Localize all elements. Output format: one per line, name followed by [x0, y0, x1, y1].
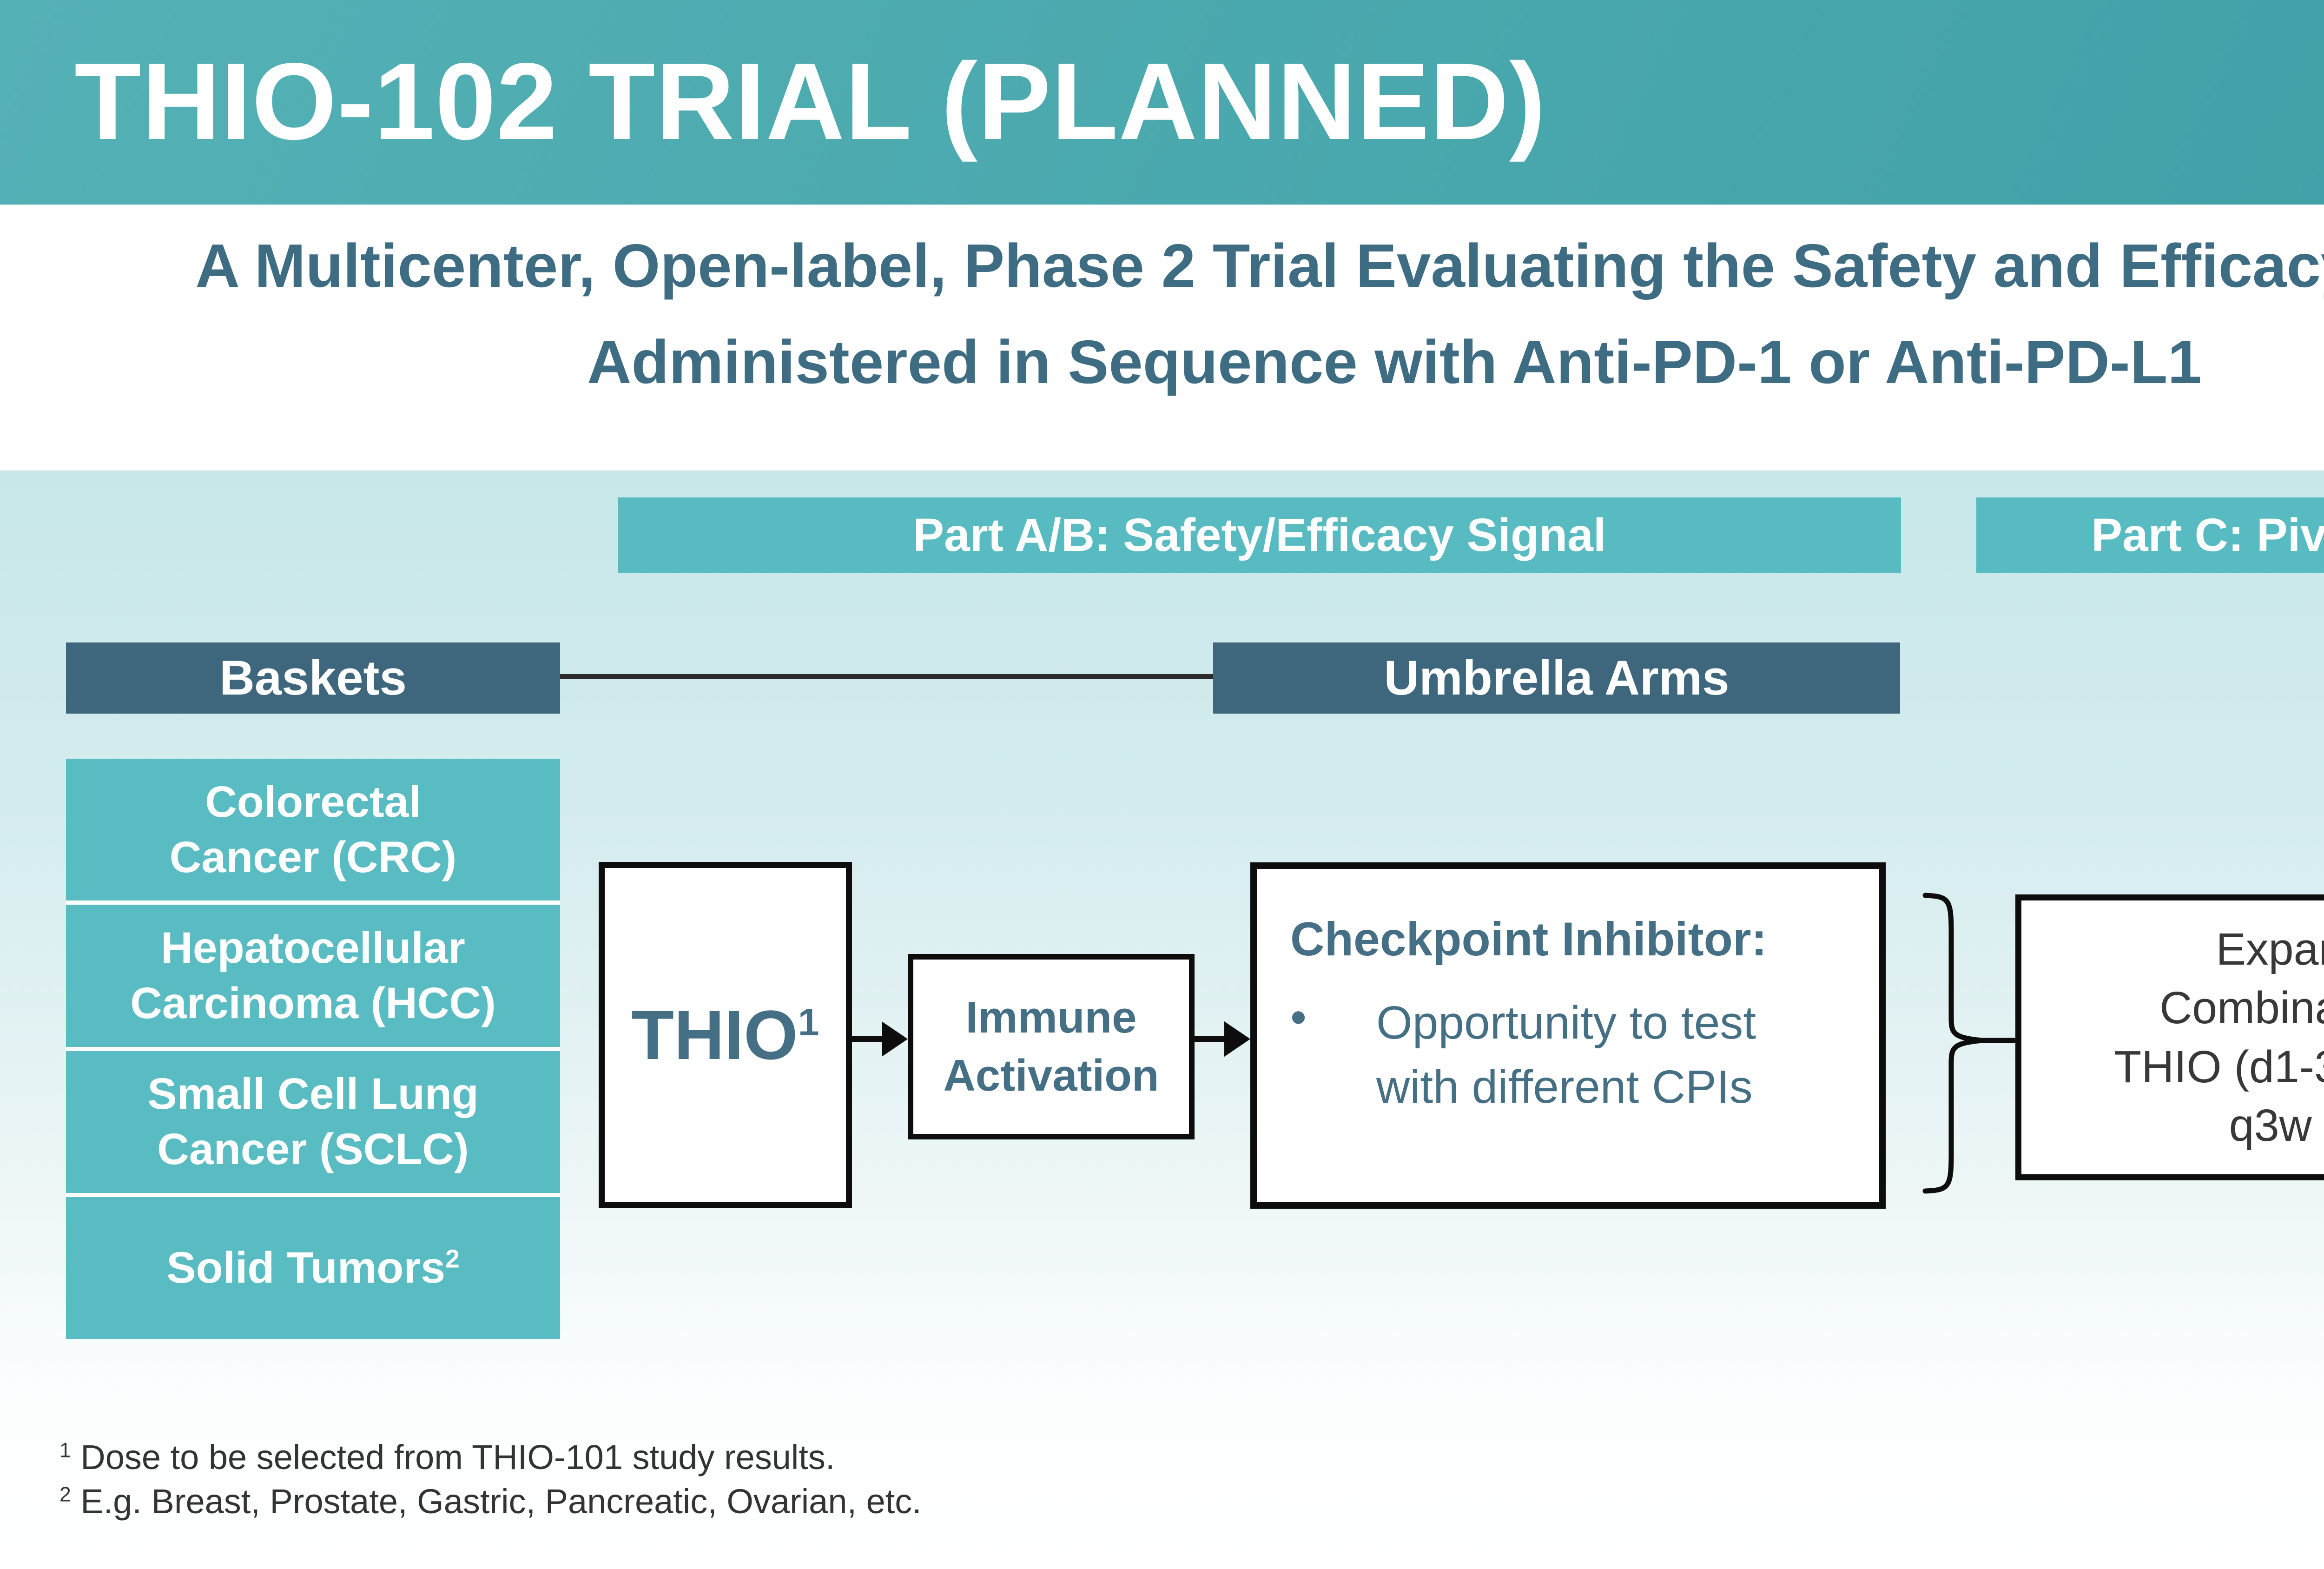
curly-brace-icon	[1922, 893, 2016, 1194]
bullet-icon: •	[1290, 991, 1307, 1044]
basket-solid-tumors-sup: 2	[445, 1244, 460, 1273]
footnote-1-text: Dose to be selected from THIO-101 study …	[80, 1438, 835, 1476]
thio-box: THIO1	[599, 862, 852, 1208]
immune-activation-box: Immune Activation	[908, 954, 1195, 1139]
basket-hcc: Hepatocellular Carcinoma (HCC)	[66, 905, 560, 1047]
basket-hcc-line1: Hepatocellular	[161, 923, 465, 973]
expand-line2: Combination Arms	[2159, 982, 2324, 1033]
basket-sclc: Small Cell Lung Cancer (SCLC)	[66, 1051, 560, 1193]
basket-list: Colorectal Cancer (CRC) Hepatocellular C…	[66, 759, 560, 1339]
subtitle-line-2: Administered in Sequence with Anti-PD-1 …	[587, 328, 2202, 397]
footnote-1: 1 Dose to be selected from THIO-101 stud…	[59, 1436, 922, 1480]
checkpoint-title: Checkpoint Inhibitor:	[1290, 913, 1767, 966]
subtitle-line-1: A Multicenter, Open-label, Phase 2 Trial…	[195, 232, 2324, 300]
arrow-right-icon	[1195, 1036, 1226, 1042]
basket-crc: Colorectal Cancer (CRC)	[66, 759, 560, 901]
basket-crc-line2: Cancer (CRC)	[169, 832, 457, 882]
basket-solid-tumors-text: Solid Tumors	[166, 1243, 446, 1292]
footnote-2-sup: 2	[59, 1483, 71, 1506]
baskets-header: Baskets	[66, 642, 560, 714]
umbrella-arms-header: Umbrella Arms	[1213, 642, 1900, 714]
immune-line1: Immune	[965, 992, 1137, 1042]
arrow-right-head-icon	[1224, 1021, 1250, 1057]
basket-solid-tumors-label: Solid Tumors2	[166, 1240, 460, 1296]
footnotes: 1 Dose to be selected from THIO-101 stud…	[59, 1436, 922, 1523]
basket-crc-line1: Colorectal	[205, 777, 421, 827]
basket-sclc-line1: Small Cell Lung	[147, 1069, 479, 1119]
thio-label: THIO1	[631, 1000, 819, 1070]
expand-line4: q3w N~120	[2229, 1099, 2324, 1151]
immune-line2: Activation	[943, 1050, 1159, 1100]
expand-arms-box: Expand Best Combination Arms THIO (d1-3)…	[2015, 894, 2324, 1180]
basket-sclc-line2: Cancer (SCLC)	[157, 1125, 469, 1174]
expand-line3: THIO (d1-3) + CPI (d5)	[2113, 1041, 2324, 1092]
slide-title: THIO-102 TRIAL (PLANNED)	[74, 40, 1546, 162]
checkpoint-bullet-text: Opportunity to test with different CPIs	[1376, 997, 1756, 1113]
checkpoint-inhibitor-box: Checkpoint Inhibitor: • Opportunity to t…	[1250, 862, 1886, 1209]
basket-hcc-line2: Carcinoma (HCC)	[130, 978, 496, 1028]
slide-subtitle: A Multicenter, Open-label, Phase 2 Trial…	[0, 218, 2324, 410]
footnote-2: 2 E.g. Breast, Prostate, Gastric, Pancre…	[59, 1480, 922, 1524]
thio-text: THIO	[631, 996, 798, 1074]
arrow-right-icon	[852, 1036, 885, 1042]
checkpoint-bullet: • Opportunity to test with different CPI…	[1290, 991, 1861, 1119]
section-header-part-c: Part C: Pivotal Phase 2	[1976, 497, 2324, 573]
footnote-1-sup: 1	[59, 1439, 71, 1462]
expand-line1: Expand Best	[2216, 924, 2324, 975]
connector-line	[560, 674, 1213, 679]
footnote-2-text: E.g. Breast, Prostate, Gastric, Pancreat…	[80, 1482, 922, 1521]
arrow-right-head-icon	[882, 1021, 908, 1057]
basket-solid-tumors: Solid Tumors2	[66, 1197, 560, 1339]
section-header-part-ab: Part A/B: Safety/Efficacy Signal	[618, 497, 1901, 573]
thio-sup: 1	[798, 1001, 819, 1044]
header-bar: THIO-102 TRIAL (PLANNED) MAIA BIOTECHNOL…	[0, 0, 2324, 205]
